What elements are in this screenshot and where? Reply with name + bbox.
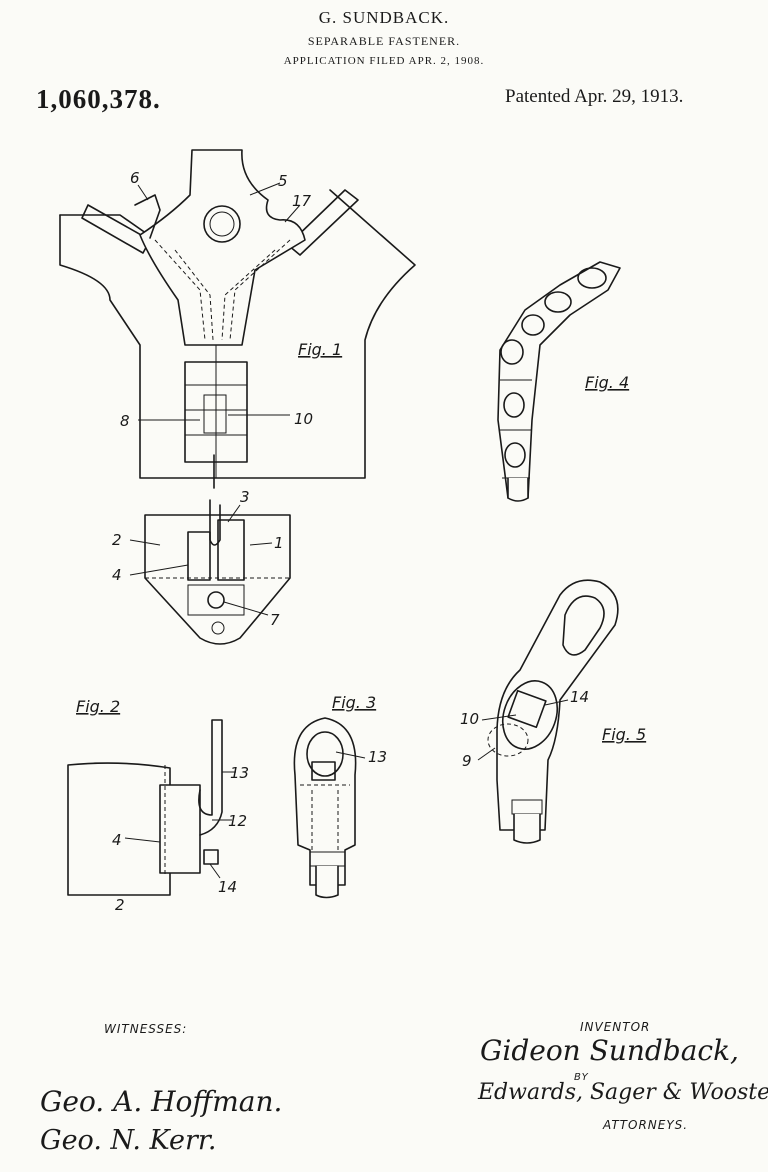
inventor-name-heading: G. SUNDBACK. [318,8,450,27]
figure-3-drawing [293,717,366,899]
fig1-label-3: 3 [240,488,250,506]
fig3-label-13: 13 [368,748,387,766]
fig1-label-1: 1 [274,534,284,552]
figure-3-caption: Fig. 3 [332,693,376,712]
fig1-label-8: 8 [120,412,130,430]
fig2-label-12: 12 [228,812,247,830]
fig1-label-5: 5 [278,172,288,190]
figure-4-drawing [497,261,621,502]
by-label: BY [574,1072,589,1083]
witness-signature-2: Geo. N. Kerr. [40,1125,217,1156]
fig5-label-10: 10 [460,710,479,728]
fig1-label-10: 10 [294,410,313,428]
patent-date: Patented Apr. 29, 1913. [505,86,684,107]
fig1-label-7: 7 [270,611,280,629]
figure-1-end-piece [129,499,291,645]
fig5-label-14: 14 [570,688,589,706]
patent-title: SEPARABLE FASTENER. [307,34,461,48]
witness-signature-1: Geo. A. Hoffman. [40,1085,283,1118]
inventor-signature: Gideon Sundback, [480,1034,739,1067]
fig1-label-4: 4 [112,566,122,584]
figure-5-drawing [477,579,619,844]
attorneys-signature: Edwards, Sager & Wooster, [478,1080,768,1105]
fig1-label-2: 2 [112,531,122,549]
figure-2-drawing [67,719,236,896]
witnesses-label: WITNESSES: [104,1022,188,1036]
application-filed-line: APPLICATION FILED APR. 2, 1908. [283,55,485,67]
figure-2-caption: Fig. 2 [76,697,120,716]
fig5-label-9: 9 [462,752,472,770]
inventor-label: INVENTOR [580,1020,651,1034]
fig2-label-2: 2 [115,896,125,914]
patent-number: 1,060,378. [36,84,161,114]
fig2-label-14: 14 [218,878,237,896]
figure-5-caption: Fig. 5 [602,725,646,744]
fig1-label-6: 6 [130,169,140,187]
fig2-label-13: 13 [230,764,249,782]
figure-4-caption: Fig. 4 [585,373,629,392]
figure-1-drawing [59,149,416,489]
fig2-label-4: 4 [112,831,122,849]
figure-1-caption: Fig. 1 [298,340,342,359]
fig1-label-17: 17 [292,192,312,210]
attorneys-label: ATTORNEYS. [603,1118,689,1132]
